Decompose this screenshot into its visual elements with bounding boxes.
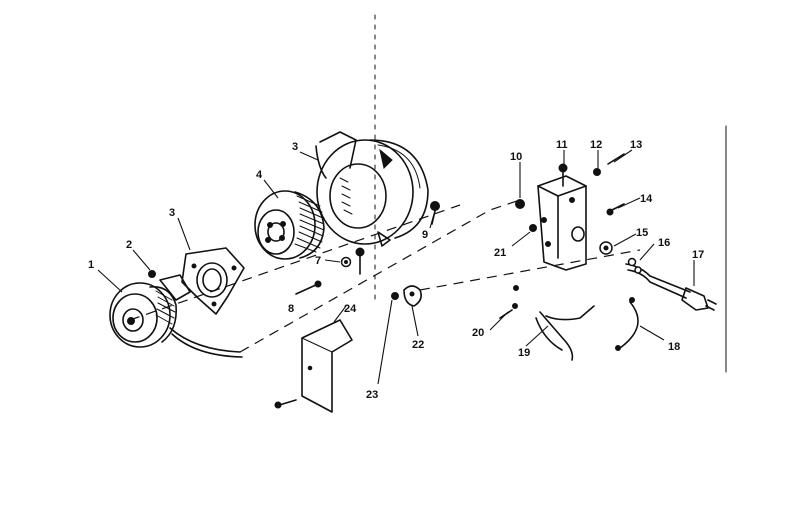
- switch-parts: [391, 285, 422, 307]
- gasket-part: [181, 247, 245, 315]
- callout-24: 24: [344, 303, 357, 315]
- callout-leaders: [97, 149, 695, 385]
- callout-9: 9: [422, 229, 428, 241]
- wire-harness-part: [615, 297, 639, 351]
- power-cord-part: [625, 257, 717, 311]
- callout-13: 13: [630, 139, 642, 151]
- assembly-centerlines: [129, 199, 641, 353]
- callout-3-gasket: 3: [169, 207, 175, 219]
- motor-part: [109, 282, 243, 358]
- callout-10: 10: [510, 151, 522, 163]
- callout-1: 1: [88, 259, 94, 271]
- callout-21: 21: [494, 247, 506, 259]
- mounting-bracket-part: [274, 319, 353, 413]
- callout-17: 17: [692, 249, 704, 261]
- callout-23: 23: [366, 389, 378, 401]
- lead-wires-part: [499, 285, 595, 361]
- callout-4: 4: [256, 169, 263, 181]
- page-guide-lines: [374, 14, 727, 373]
- blower-housing-part: [315, 131, 429, 247]
- motor-mount-part: [148, 270, 191, 301]
- callout-2: 2: [126, 239, 132, 251]
- callout-7: 7: [315, 255, 321, 267]
- callout-3-housing: 3: [292, 141, 298, 153]
- callout-14: 14: [640, 193, 653, 205]
- box-hardware-parts: [515, 153, 625, 255]
- callout-20: 20: [472, 327, 484, 339]
- callout-19: 19: [518, 347, 530, 359]
- callout-11: 11: [556, 139, 568, 151]
- callout-15: 15: [636, 227, 648, 239]
- callout-labels: 1 2 3 3 4 7 8 9 10 11 12 13 14 15 16 17 …: [88, 139, 704, 401]
- callout-8: 8: [288, 303, 294, 315]
- control-box-part: [537, 175, 587, 271]
- callout-18: 18: [668, 341, 680, 353]
- callout-16: 16: [658, 237, 670, 249]
- callout-12: 12: [590, 139, 602, 151]
- blower-wheel-part: [254, 190, 325, 260]
- callout-22: 22: [412, 339, 424, 351]
